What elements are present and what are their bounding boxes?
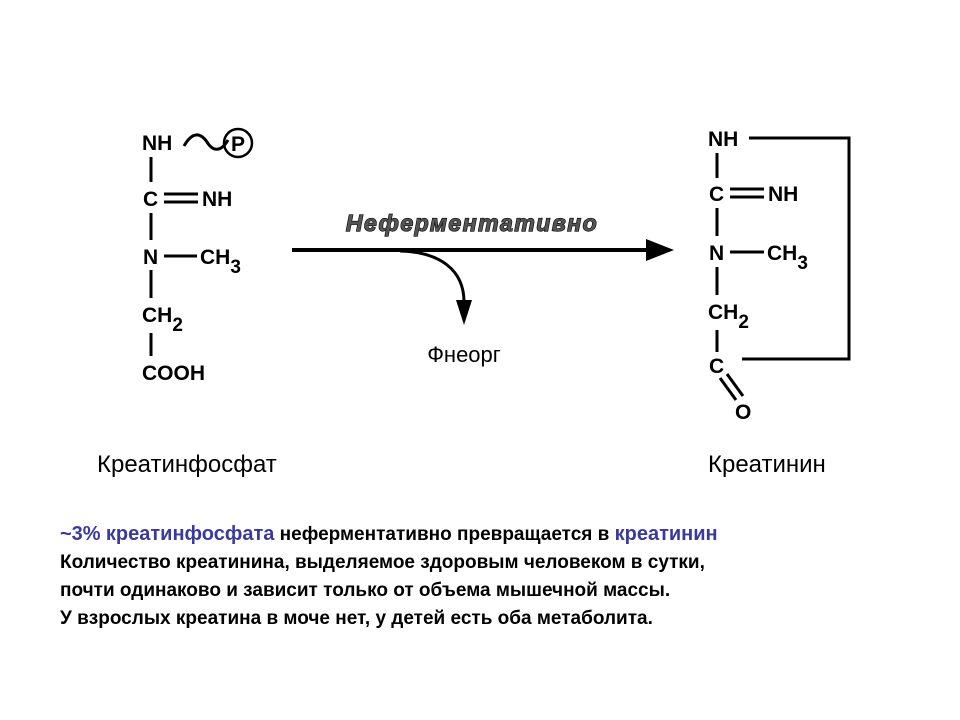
byproduct-label: Фнеорг (427, 342, 501, 367)
note-line-4: У взрослых креатина в моче нет, у детей … (60, 608, 653, 629)
atom-c: C (143, 188, 158, 211)
carbonyl-bond-a (718, 377, 738, 401)
creatine-phosphate-structure: NH P C NH N CH3 CH2 COOH (142, 127, 254, 385)
right-molecule-name: Креатинин (708, 451, 826, 478)
reaction-arrowhead (646, 239, 674, 261)
atom-nh-top: NH (708, 128, 738, 151)
left-molecule-name: Креатинфосфат (97, 451, 277, 478)
atom-ch2: CH2 (142, 304, 183, 336)
creatinine-structure: NH C NH N CH3 CH2 C O (708, 128, 851, 424)
atom-nh-top: NH (142, 132, 172, 155)
atom-cooh: COOH (142, 362, 205, 385)
ring-bond (742, 136, 851, 361)
note-line-1-middle: неферментативно превращается в (279, 524, 610, 545)
atom-n: N (143, 246, 158, 269)
reaction-arrow-group: Неферментативно Фнеорг (292, 209, 674, 367)
atom-c: C (709, 183, 724, 206)
note-line-1: ~3% креатинфосфата неферментативно превр… (60, 520, 940, 549)
atom-nh-right: NH (202, 188, 232, 211)
atom-o: O (735, 401, 751, 424)
percent-value: ~3% (60, 523, 101, 545)
byproduct-arrow (399, 249, 466, 303)
phosphate-circle (222, 127, 254, 159)
phosphate-label: P (231, 133, 245, 156)
atom-nh-right: NH (768, 183, 798, 206)
note-line-3: почти одинаково и зависит только от объе… (60, 580, 671, 601)
explanation-text: ~3% креатинфосфата неферментативно превр… (60, 520, 940, 633)
atom-ch3: CH3 (767, 242, 808, 274)
term-creatine-phosphate: креатинфосфата (105, 523, 275, 545)
atom-ch2: CH2 (708, 301, 749, 333)
atom-c-bottom: C (709, 355, 724, 378)
atom-ch3: CH3 (200, 246, 241, 278)
term-creatinine: креатинин (614, 523, 718, 545)
carbonyl-bond-b (725, 373, 745, 397)
atom-n: N (709, 242, 724, 265)
reaction-label: Неферментативно (346, 210, 598, 236)
note-line-2: Количество креатинина, выделяемое здоров… (60, 552, 705, 573)
byproduct-arrowhead (456, 300, 472, 325)
high-energy-bond (182, 133, 230, 151)
